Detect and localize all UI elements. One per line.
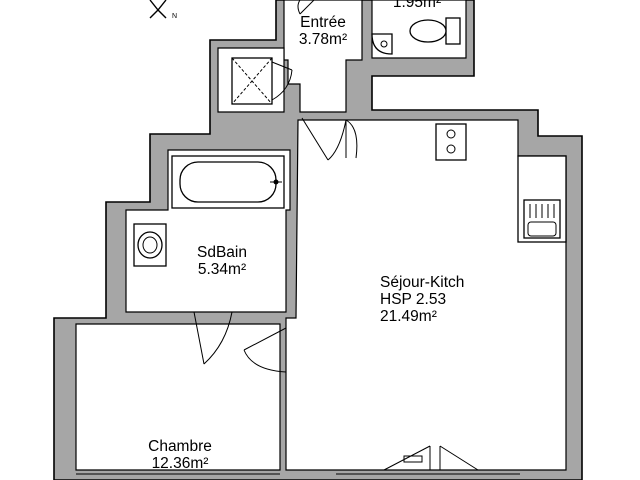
washbasin-icon — [133, 223, 167, 267]
label-wc: 1.95m² — [382, 0, 452, 11]
label-chambre: Chambre 12.36m² — [128, 438, 232, 472]
door-chambre — [243, 327, 287, 373]
entree-name: Entrée — [300, 14, 346, 31]
room-sejour-kitch — [285, 119, 567, 471]
kitchen-sink-icon — [523, 199, 561, 239]
sejour-hsp: HSP 2.53 — [380, 291, 447, 308]
label-entree: Entrée 3.78m² — [284, 14, 362, 48]
room-entree — [283, 0, 363, 113]
door-entree-main — [297, 0, 315, 15]
toilet-icon — [409, 17, 461, 45]
entree-area: 3.78m² — [298, 31, 348, 48]
wc-area: 1.95m² — [392, 0, 442, 11]
hob-icon — [435, 123, 467, 161]
door-entree-sejour — [301, 117, 358, 161]
door-swing-niche — [271, 61, 293, 101]
radiator-icon — [403, 455, 423, 463]
sdbain-area: 5.34m² — [197, 261, 247, 278]
sejour-area: 21.49m² — [380, 308, 437, 325]
chambre-area: 12.36m² — [151, 455, 209, 472]
door-sdbain — [193, 311, 233, 365]
room-chambre — [75, 323, 281, 471]
corner-sink-icon — [371, 33, 393, 55]
bathtub-icon — [171, 155, 285, 209]
chambre-name: Chambre — [148, 438, 212, 455]
label-sdbain: SdBain 5.34m² — [180, 244, 264, 278]
compass-icon: N — [149, 0, 177, 20]
sejour-name: Séjour-Kitch — [380, 274, 465, 291]
svg-text:N: N — [172, 13, 177, 20]
cupboard-icon — [231, 57, 273, 105]
label-sejour-kitch: Séjour-Kitch HSP 2.53 21.49m² — [380, 274, 464, 325]
french-window-sejour — [383, 445, 479, 471]
sdbain-name: SdBain — [197, 244, 247, 261]
